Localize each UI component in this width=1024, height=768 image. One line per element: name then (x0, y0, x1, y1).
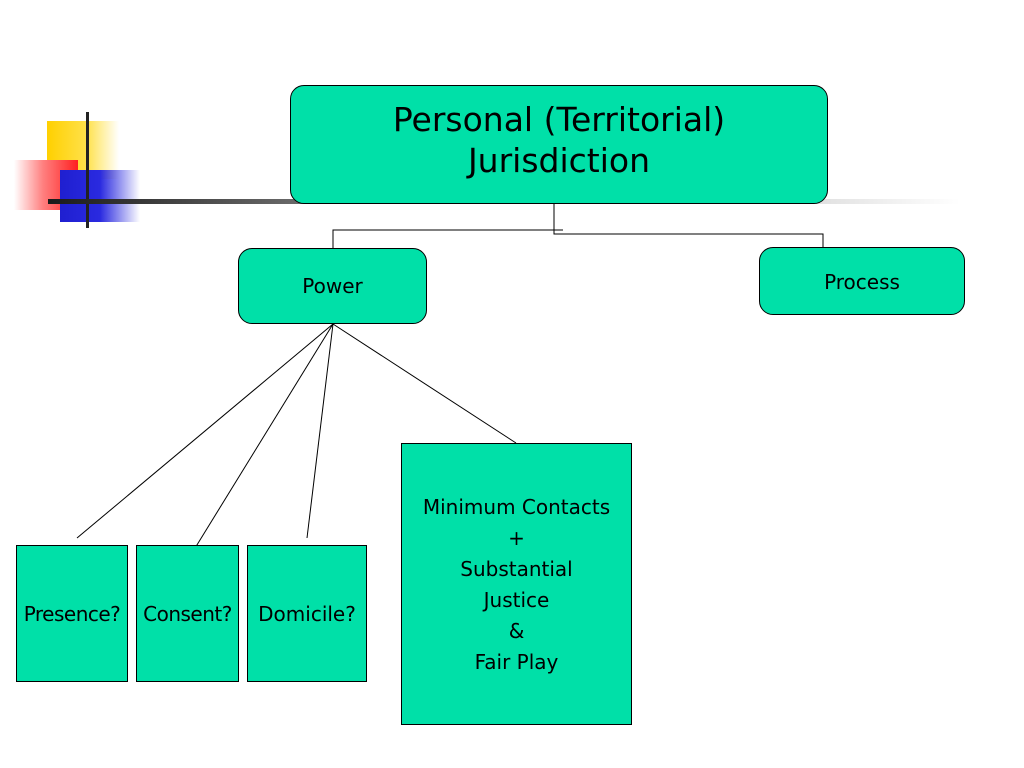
branch-node-process: Process (759, 247, 965, 315)
connector-power-to-consent (191, 323, 334, 554)
branch-node-power: Power (238, 248, 427, 324)
leaf-node-consent: Consent? (136, 545, 239, 682)
connector-root-to-power (332, 204, 555, 248)
connector-power-to-domicile (306, 323, 334, 539)
leaf-node-domicile: Domicile? (247, 545, 367, 682)
leaf-node-minimum-contacts: Minimum Contacts + Substantial Justice &… (401, 443, 632, 725)
connector-root-to-process (553, 230, 824, 247)
connector-power-to-presence (76, 323, 334, 539)
connector-power-to-minimum-contacts (332, 323, 517, 444)
logo-blue-square (60, 170, 140, 222)
root-node-personal-jurisdiction: Personal (Territorial) Jurisdiction (290, 85, 828, 204)
leaf-node-presence: Presence? (16, 545, 128, 682)
logo-vertical-line (86, 112, 89, 228)
